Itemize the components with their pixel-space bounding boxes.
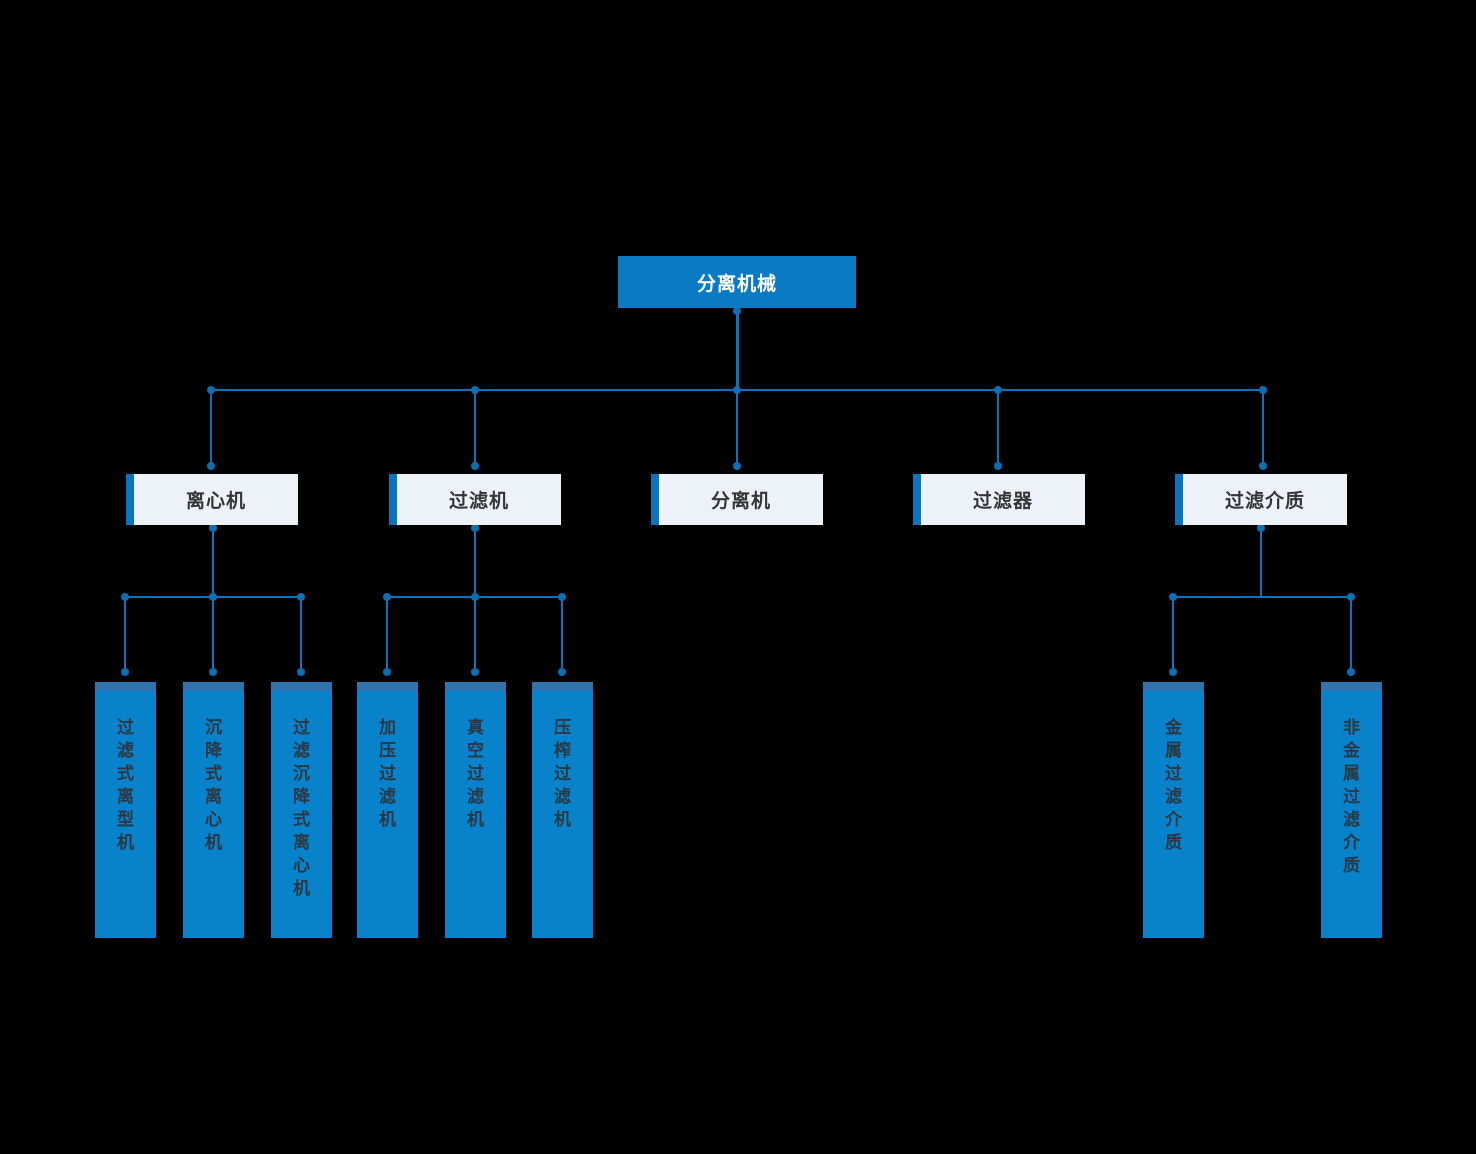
connector-dot [1347, 593, 1355, 601]
node-filter-machine: 过滤机 [389, 474, 561, 525]
node-filter-machine-label: 过滤机 [448, 490, 509, 512]
node-leaf: 过滤沉降式离心机 [271, 682, 332, 938]
node-leaf-label: 金属过滤介质 [1165, 718, 1182, 853]
connector-line [736, 390, 738, 466]
node-filter-media-label: 过滤介质 [1224, 490, 1305, 512]
connector-line [210, 390, 212, 466]
connector-line [212, 525, 214, 597]
connector-line [1173, 596, 1351, 598]
connector-dot [558, 668, 566, 676]
connector-line [561, 597, 563, 672]
connector-dot [1169, 668, 1177, 676]
node-leaf: 过滤式离型机 [95, 682, 156, 938]
leaf-top-strip [532, 682, 593, 691]
connector-line [124, 597, 126, 672]
node-leaf: 沉降式离心机 [183, 682, 244, 938]
connector-dot [1257, 524, 1265, 532]
connector-dot [209, 593, 217, 601]
connector-dot [383, 668, 391, 676]
connector-dot [121, 668, 129, 676]
node-root-label: 分离机械 [696, 272, 777, 295]
connector-dot [733, 307, 741, 315]
connector-dot [733, 462, 741, 470]
connector-dot [471, 524, 479, 532]
connector-dot [733, 386, 741, 394]
node-leaf: 金属过滤介质 [1143, 682, 1204, 938]
node-filter-device: 过滤器 [913, 474, 1085, 525]
connector-dot [558, 593, 566, 601]
connector-dot [994, 462, 1002, 470]
connector-dot [471, 462, 479, 470]
connector-dot [994, 386, 1002, 394]
node-separator-label: 分离机 [710, 490, 771, 512]
connector-dot [209, 524, 217, 532]
node-leaf-label: 压榨过滤机 [554, 718, 571, 830]
node-leaf-label: 过滤沉降式离心机 [293, 718, 310, 899]
node-filter-media: 过滤介质 [1175, 474, 1347, 525]
leaf-top-strip [357, 682, 418, 691]
connector-dot [1259, 462, 1267, 470]
connector-line [212, 597, 214, 672]
connector-line [735, 308, 739, 390]
node-root: 分离机械 [618, 256, 856, 308]
connector-line [997, 390, 999, 466]
connector-dot [297, 668, 305, 676]
node-leaf-label: 沉降式离心机 [205, 718, 222, 853]
connector-dot [471, 593, 479, 601]
node-leaf-label: 非金属过滤介质 [1343, 718, 1360, 876]
leaf-top-strip [271, 682, 332, 691]
leaf-top-strip [95, 682, 156, 691]
leaf-top-strip [1321, 682, 1382, 691]
node-leaf-label: 加压过滤机 [379, 718, 396, 830]
connector-line [1262, 390, 1264, 466]
node-leaf-label: 过滤式离型机 [117, 718, 134, 853]
node-separator: 分离机 [651, 474, 823, 525]
connector-line [474, 525, 476, 597]
connector-dot [383, 593, 391, 601]
connector-dot [1347, 668, 1355, 676]
connector-line [1260, 525, 1262, 597]
node-leaf-label: 真空过滤机 [467, 718, 484, 830]
connector-line [474, 597, 476, 672]
connector-dot [471, 668, 479, 676]
leaf-top-strip [445, 682, 506, 691]
node-centrifuge-label: 离心机 [185, 490, 246, 512]
leaf-top-strip [183, 682, 244, 691]
connector-line [1172, 597, 1174, 672]
node-leaf: 真空过滤机 [445, 682, 506, 938]
node-leaf: 加压过滤机 [357, 682, 418, 938]
connector-dot [1259, 386, 1267, 394]
node-leaf: 压榨过滤机 [532, 682, 593, 938]
node-leaf: 非金属过滤介质 [1321, 682, 1382, 938]
connector-dot [121, 593, 129, 601]
node-filter-device-label: 过滤器 [972, 490, 1033, 512]
connector-dot [209, 668, 217, 676]
leaf-top-strip [1143, 682, 1204, 691]
connector-line [300, 597, 302, 672]
connector-dot [471, 386, 479, 394]
connector-dot [207, 386, 215, 394]
connector-dot [1169, 593, 1177, 601]
node-centrifuge: 离心机 [126, 474, 298, 525]
connector-line [386, 597, 388, 672]
connector-line [1350, 597, 1352, 672]
connector-line [474, 390, 476, 466]
connector-dot [207, 462, 215, 470]
connector-dot [297, 593, 305, 601]
